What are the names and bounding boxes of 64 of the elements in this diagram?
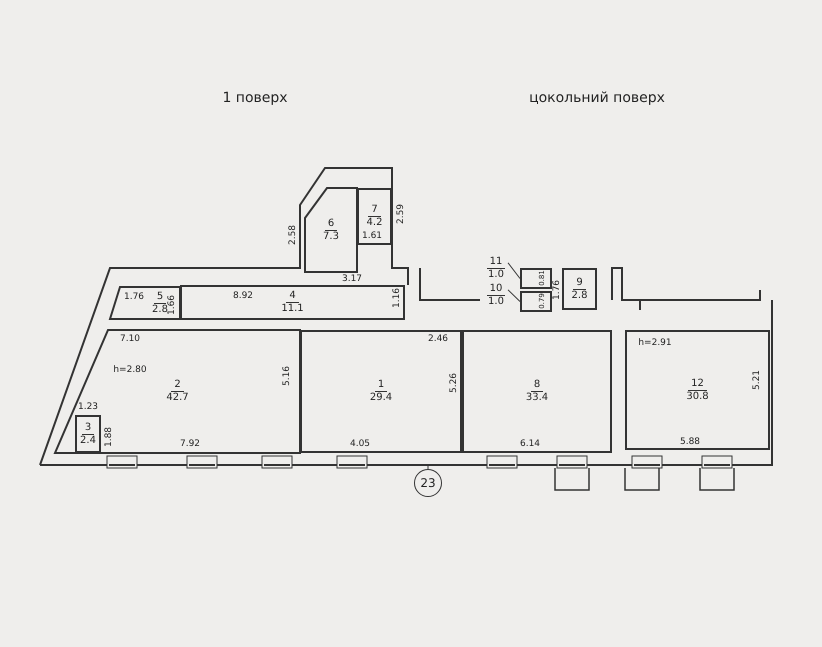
dimension-label: 5.26 [449, 372, 459, 394]
dimension-label: 1.66 [167, 294, 177, 316]
leader-line [508, 262, 520, 279]
dimension-label: 1.16 [392, 288, 402, 308]
axis-number: 23 [420, 476, 436, 490]
dimension-label: 3.17 [342, 274, 362, 284]
axis-marker [414, 469, 442, 497]
room-area: 33.4 [526, 392, 548, 404]
dimension-label: 1.61 [362, 231, 382, 241]
dimension-label: 4.05 [350, 439, 370, 449]
room-area: 4.2 [366, 217, 382, 229]
dimension-label: 1.76 [552, 280, 562, 300]
room-area: 42.7 [166, 392, 189, 404]
floor-title: цокольний поверх [529, 90, 665, 106]
room-area: 11.1 [281, 303, 304, 315]
room-number: 2 [171, 379, 184, 392]
room-area: 1.0 [488, 268, 504, 280]
dimension-label: 2.59 [396, 204, 406, 224]
room-number: 3 [82, 422, 94, 434]
room [520, 268, 552, 289]
ceiling-height: h=2.91 [638, 338, 672, 348]
room-number: 8 [530, 379, 544, 392]
room [305, 188, 357, 272]
room-area: 1.0 [488, 296, 504, 308]
dimension-label: 1.88 [104, 426, 114, 448]
room-number: 10 [486, 282, 506, 296]
room-area: 29.4 [370, 392, 392, 404]
floor-title: 1 поверх [222, 90, 288, 106]
room-number: 12 [688, 378, 707, 390]
room-number: 4 [286, 290, 299, 303]
dimension-label: 2.58 [288, 224, 298, 246]
room-area: 2.8 [152, 304, 168, 316]
dimension-label: 5.21 [752, 370, 762, 390]
room [300, 330, 462, 453]
room [75, 415, 101, 453]
dimension-label: 5.88 [680, 437, 700, 447]
room [625, 330, 770, 450]
room-area: 7.3 [323, 230, 339, 242]
room [562, 268, 597, 310]
dimension-label: 8.92 [232, 291, 254, 301]
leader-line [508, 289, 520, 302]
dimension-label: 1.23 [78, 402, 98, 412]
room-number: 1 [374, 379, 388, 392]
room [462, 330, 612, 453]
room [180, 285, 405, 320]
room-number: 11 [486, 256, 506, 268]
room-area: 2.8 [572, 290, 588, 302]
room-number: 9 [573, 276, 586, 290]
dimension-label: 1.76 [124, 292, 144, 302]
room-area: 30.8 [686, 390, 709, 402]
dimension-label: 5.16 [282, 366, 292, 386]
room [110, 287, 180, 319]
room-number: 5 [154, 290, 166, 304]
room-number: 6 [324, 218, 338, 230]
dimension-label: 6.14 [520, 439, 540, 449]
room-number: 7 [368, 204, 381, 217]
ceiling-height: h=2.80 [113, 365, 147, 375]
room [55, 330, 300, 453]
room-area: 2.4 [80, 434, 96, 446]
dimension-label: 7.10 [120, 334, 140, 344]
dimension-label: 7.92 [180, 439, 200, 449]
dimension-label: 2.46 [428, 334, 448, 344]
room [520, 291, 552, 312]
room [357, 188, 392, 245]
